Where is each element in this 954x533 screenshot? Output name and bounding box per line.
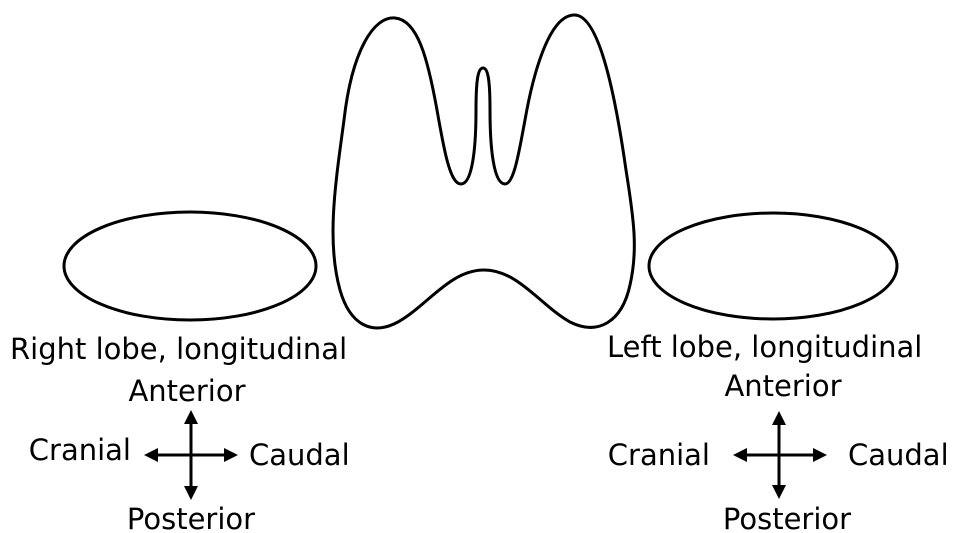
right-anterior-label: Anterior xyxy=(128,374,245,408)
arrowhead-up xyxy=(184,410,198,424)
left-anterior-label: Anterior xyxy=(724,369,841,403)
right-caudal-label: Caudal xyxy=(249,438,350,472)
arrowhead-right xyxy=(224,448,238,462)
left-cranial-label: Cranial xyxy=(608,438,710,472)
right-cranial-label: Cranial xyxy=(29,433,131,467)
left-orientation-cross-arrow xyxy=(733,411,827,499)
right-orientation-cross-arrow xyxy=(144,410,238,500)
right-lobe-label: Right lobe, longitudinal xyxy=(10,332,347,366)
arrowhead-left xyxy=(144,448,158,462)
left-posterior-label: Posterior xyxy=(723,502,851,533)
left-caudal-label: Caudal xyxy=(848,438,949,472)
arrowhead-down xyxy=(184,486,198,500)
right-lobe-ellipse xyxy=(64,212,316,320)
thyroid-gland-outline xyxy=(333,15,634,328)
arrowhead-up xyxy=(772,411,786,425)
left-lobe-ellipse xyxy=(649,213,897,319)
arrowhead-down xyxy=(772,485,786,499)
left-lobe-label: Left lobe, longitudinal xyxy=(607,330,922,364)
arrowhead-left xyxy=(733,448,747,462)
arrowhead-right xyxy=(813,448,827,462)
right-posterior-label: Posterior xyxy=(127,502,255,533)
